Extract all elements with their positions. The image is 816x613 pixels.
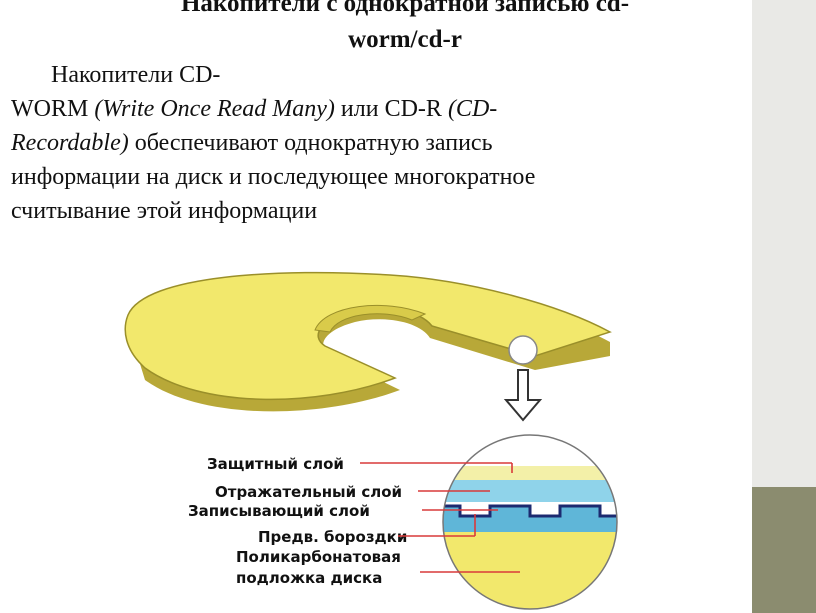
body-text-worm-expansion: (Write Once Read Many) <box>94 96 335 122</box>
label-substrate-line-1: Поликарбонатовая <box>236 548 401 566</box>
label-pregrooves: Предв. бороздки <box>258 528 407 546</box>
label-recording-layer: Записывающий слой <box>188 502 370 520</box>
body-text-cd: Накопители CD- <box>51 62 221 88</box>
right-decor-accent <box>752 487 816 613</box>
label-reflective-layer: Отражательный слой <box>215 483 402 501</box>
slide-title-line-2: worm/cd-r <box>348 26 462 53</box>
body-line-2: WORM (Write Once Read Many) или CD-R (CD… <box>11 92 741 126</box>
slide-body-text: Накопители CD- WORM (Write Once Read Man… <box>11 58 741 228</box>
disc-illustration <box>124 271 612 412</box>
body-line-4: информации на диск и последующее многокр… <box>11 164 536 190</box>
body-text-or-cdr: или CD-R <box>334 96 448 122</box>
body-line-5: считывание этой информации <box>11 198 318 224</box>
body-text-recordable: Recordable) <box>11 130 129 156</box>
label-substrate-line-2: подложка диска <box>236 569 382 587</box>
slide-title-line-1: Накопители с однократной записью cd- <box>180 0 630 17</box>
pointer-lines <box>360 462 520 573</box>
slide-title: Накопители с однократной записью cd- wor… <box>60 0 750 58</box>
body-line-1: Накопители CD- <box>11 58 741 92</box>
magnify-point-icon <box>508 335 538 365</box>
body-text-provide: обеспечивают однократную запись <box>128 130 493 156</box>
body-text-cd-prefix: (CD- <box>447 96 498 122</box>
cd-r-structure-diagram: Защитный слой Отражательный слой Записыв… <box>124 271 618 610</box>
body-line-3: Recordable) обеспечивают однократную зап… <box>11 126 741 160</box>
down-arrow-icon <box>503 369 543 422</box>
label-protective-layer: Защитный слой <box>207 455 344 473</box>
body-text-worm: WORM <box>11 96 95 122</box>
